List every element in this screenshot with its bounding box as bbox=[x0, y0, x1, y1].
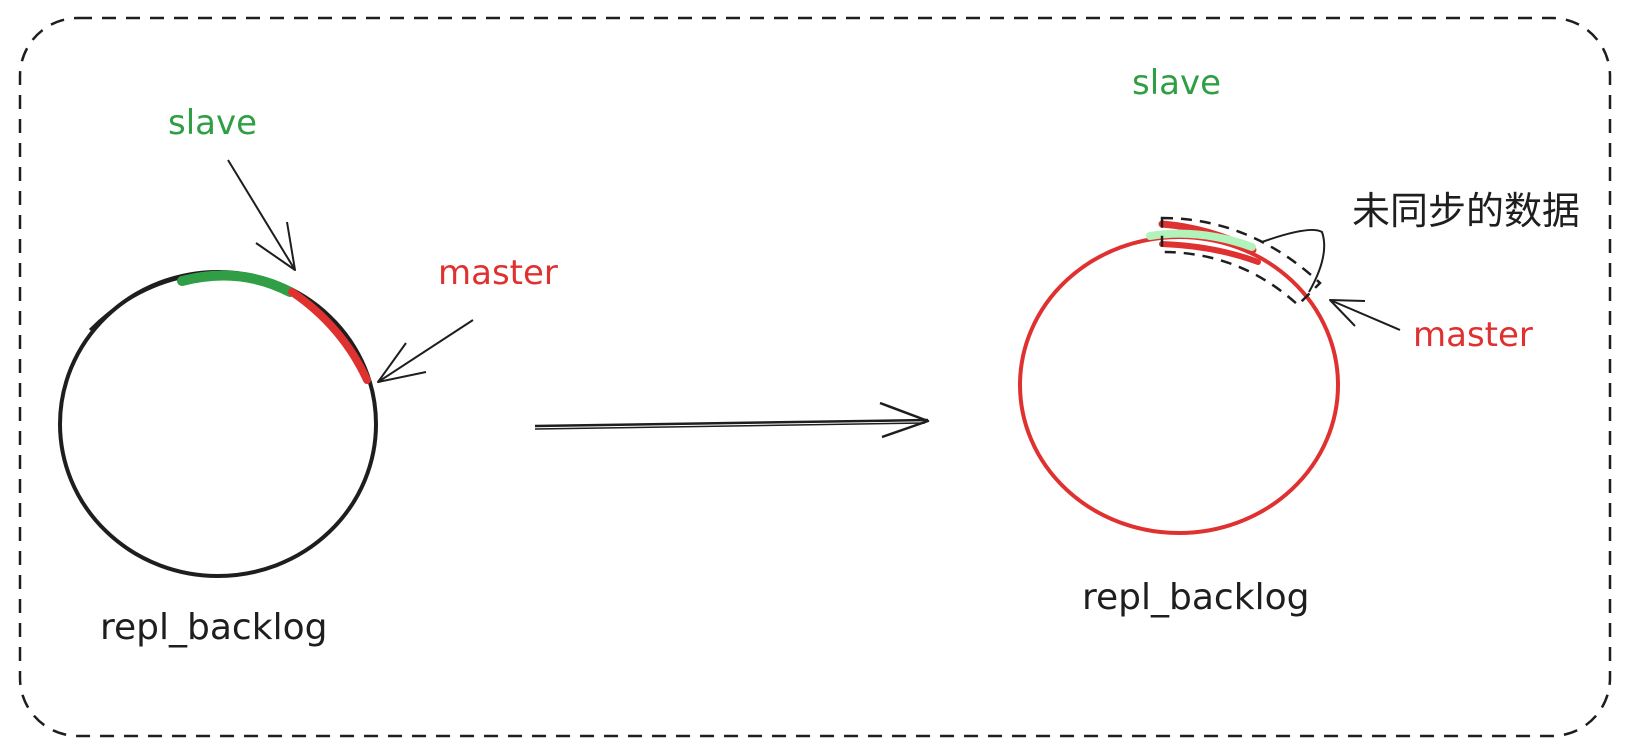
unsynced-data-note: 未同步的数据 bbox=[1352, 189, 1581, 233]
right-master-label: master bbox=[1413, 315, 1533, 355]
left-master-arrow bbox=[377, 319, 474, 383]
right-backlog-label: repl_backlog bbox=[1082, 577, 1310, 618]
unsynced-dashed-box bbox=[1160, 216, 1322, 307]
right-slave-label: slave bbox=[1132, 63, 1222, 103]
left-ring-sketch-stroke bbox=[88, 276, 181, 332]
left-slave-arrow bbox=[227, 159, 296, 271]
left-slave-label: slave bbox=[168, 103, 258, 143]
transition-arrow bbox=[534, 401, 930, 439]
right-backlog-ring bbox=[1018, 235, 1340, 535]
left-backlog-label: repl_backlog bbox=[100, 607, 328, 648]
left-master-segment bbox=[288, 288, 371, 384]
note-callout-curve bbox=[1261, 229, 1326, 293]
right-master-arrow bbox=[1329, 299, 1401, 331]
left-master-label: master bbox=[438, 253, 558, 293]
right-master-segment-lower bbox=[1159, 241, 1261, 265]
right-unsynced-segment bbox=[1146, 229, 1256, 251]
left-slave-segment bbox=[177, 270, 295, 297]
